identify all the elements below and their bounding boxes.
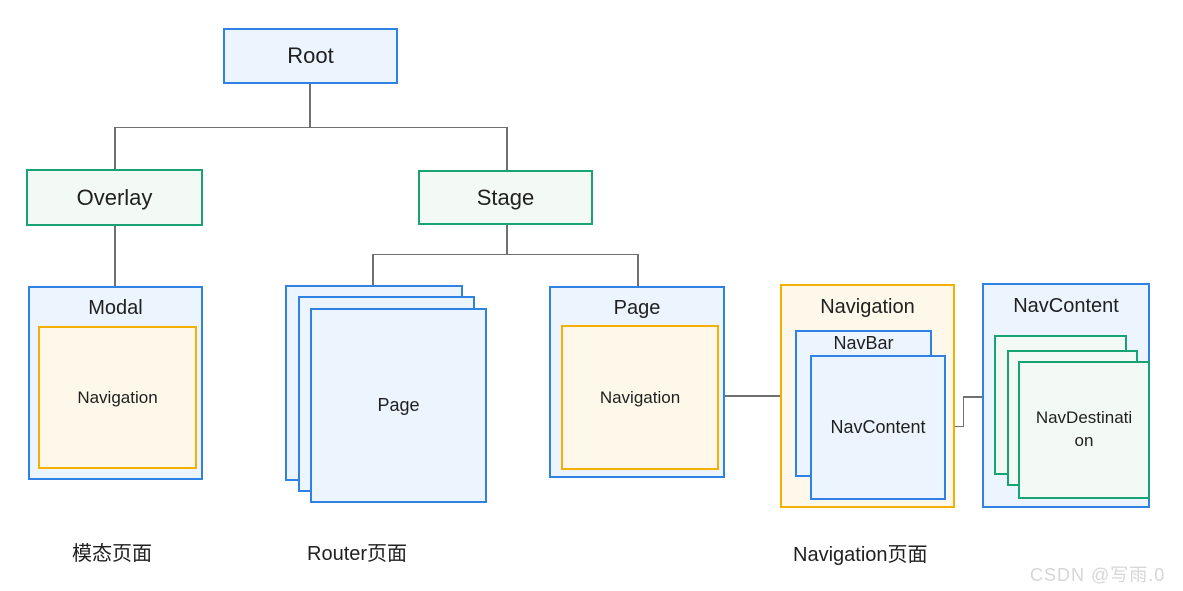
connector-stage-down xyxy=(506,225,508,254)
page-box: Page Navigation xyxy=(549,286,725,478)
modal-title: Modal xyxy=(30,288,201,320)
modal-navigation-label: Navigation xyxy=(77,387,158,407)
modal-title-label: Modal xyxy=(88,297,143,319)
navigation-title-label: Navigation xyxy=(820,296,915,318)
router-page-label: Page xyxy=(377,395,420,415)
connector-navcontent-v xyxy=(962,396,964,427)
caption-navigation: Navigation页面 xyxy=(793,538,928,567)
watermark-text: CSDN @写雨.0 xyxy=(1030,565,1166,585)
caption-modal: 模态页面 xyxy=(72,537,152,566)
navigation-box: Navigation NavBar NavContent xyxy=(780,284,955,508)
node-root-label: Root xyxy=(287,43,334,68)
navcontent-title: NavContent xyxy=(984,285,1148,318)
connector-overlay-up xyxy=(114,127,116,169)
watermark: CSDN @写雨.0 xyxy=(1030,561,1165,587)
connector-page-down xyxy=(637,254,639,286)
navcontent-inner-box: NavContent xyxy=(810,355,946,500)
caption-router-text: Router页面 xyxy=(307,543,408,565)
navcontent-inner-label: NavContent xyxy=(830,417,926,437)
navcontent-title-label: NavContent xyxy=(1013,295,1119,317)
caption-navigation-text: Navigation页面 xyxy=(793,544,928,566)
navbar-label: NavBar xyxy=(833,333,894,353)
page-title: Page xyxy=(551,288,723,320)
node-stage-label: Stage xyxy=(476,184,535,210)
node-stage: Stage xyxy=(418,170,593,225)
modal-box: Modal Navigation xyxy=(28,286,203,480)
connector-root-down xyxy=(309,84,311,127)
node-overlay-label: Overlay xyxy=(76,184,153,210)
nav-destination-front: NavDestination xyxy=(1018,361,1150,499)
page-navigation-box: Navigation xyxy=(561,325,719,470)
connector-page-navigation xyxy=(717,395,780,397)
connector-stage-up xyxy=(506,127,508,170)
page-title-label: Page xyxy=(613,297,661,319)
connector-navcontent-h2 xyxy=(963,396,982,398)
router-page-front: Page xyxy=(310,308,487,503)
page-navigation-label: Navigation xyxy=(599,387,681,407)
connector-overlay-modal xyxy=(114,226,116,286)
nav-destination-label: NavDestination xyxy=(1035,408,1133,450)
navigation-title: Navigation xyxy=(782,286,953,319)
node-root: Root xyxy=(223,28,398,84)
connector-router-stack-down xyxy=(372,254,374,285)
connector-top-horizontal xyxy=(114,126,507,128)
navcontent-box: NavContent NavDestination xyxy=(982,283,1150,508)
connector-stage-horizontal xyxy=(372,253,638,255)
modal-navigation-box: Navigation xyxy=(38,326,197,469)
caption-router: Router页面 xyxy=(307,537,407,566)
node-overlay: Overlay xyxy=(26,169,203,226)
caption-modal-text: 模态页面 xyxy=(72,543,152,565)
